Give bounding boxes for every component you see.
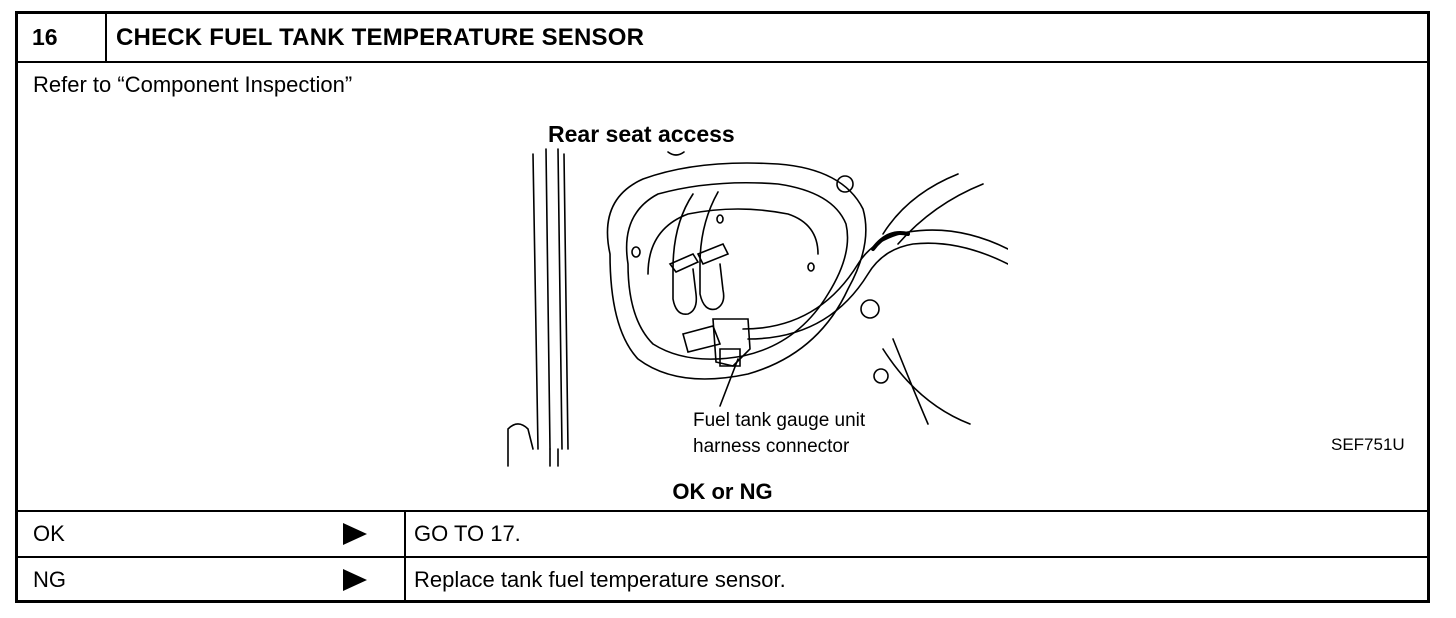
label-leader xyxy=(667,151,685,156)
step-number: 16 xyxy=(18,14,107,61)
grommet xyxy=(860,299,880,319)
fuel-hose-1 xyxy=(672,193,698,316)
cell-divider xyxy=(404,512,406,556)
result-action: GO TO 17. xyxy=(414,521,521,546)
figure-code: SEF751U xyxy=(1331,435,1405,454)
rear-seat-access-label: Rear seat access xyxy=(548,121,735,147)
access-hole-inner xyxy=(625,181,849,360)
body-panel-lines xyxy=(532,148,569,450)
instruction-text: Refer to “Component Inspection” xyxy=(33,72,353,97)
result-row-ok: OK GO TO 17. xyxy=(18,510,1427,556)
arrow-right-icon xyxy=(343,523,367,545)
step-title: CHECK FUEL TANK TEMPERATURE SENSOR xyxy=(116,24,645,51)
harness-connector xyxy=(712,318,751,367)
bolt-hole-1 xyxy=(836,175,854,193)
access-hole-outer xyxy=(606,162,867,380)
callout-line1: Fuel tank gauge unit xyxy=(693,410,866,431)
callout-line2: harness connector xyxy=(693,436,850,457)
result-row-ng: NG Replace tank fuel temperature sensor. xyxy=(18,556,1427,602)
result-action: Replace tank fuel temperature sensor. xyxy=(414,567,786,592)
result-condition: OK xyxy=(33,521,65,546)
fuel-tank-access-diagram: Rear seat access F xyxy=(507,121,1008,467)
step-header: 16 CHECK FUEL TANK TEMPERATURE SENSOR xyxy=(18,14,1427,63)
inspection-step-sheet: 16 CHECK FUEL TANK TEMPERATURE SENSOR Re… xyxy=(15,11,1430,603)
arrow-right-icon xyxy=(343,569,367,591)
cell-divider xyxy=(404,558,406,602)
fuel-hose-2 xyxy=(699,191,725,311)
ok-or-ng-question: OK or NG xyxy=(672,479,773,504)
callout-leader xyxy=(719,358,739,407)
result-condition: NG xyxy=(33,567,66,592)
